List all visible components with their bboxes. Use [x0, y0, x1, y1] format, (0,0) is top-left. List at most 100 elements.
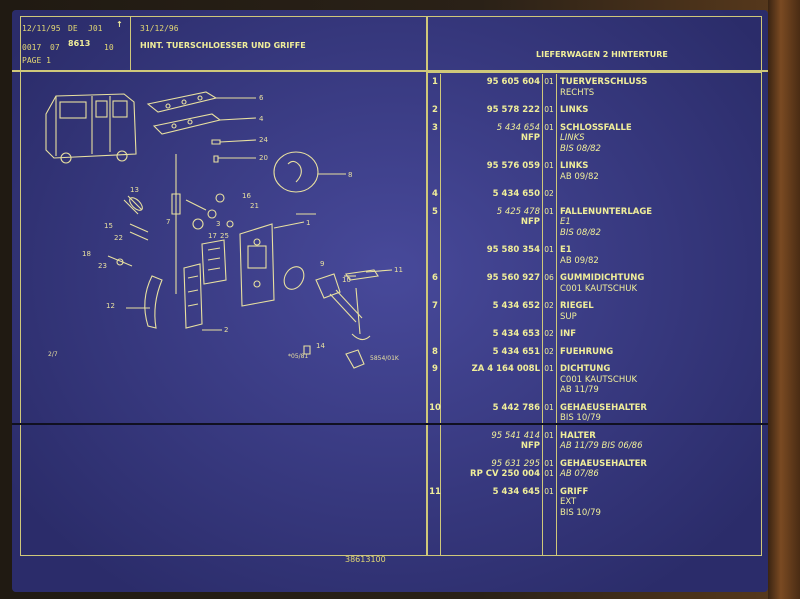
part-description-detail: BIS 10/79 — [560, 507, 601, 518]
part-number-alt: RP CV 250 004 — [470, 469, 540, 479]
part-description: INF — [560, 329, 577, 339]
part-description: GUMMIDICHTUNG — [560, 273, 645, 283]
nfp-flag: NFP — [520, 441, 540, 451]
quantity: 01 — [544, 486, 554, 496]
part-description-detail: AB 11/79 — [560, 385, 599, 395]
part-number: 95 580 354 — [486, 245, 540, 255]
frame-bottom — [20, 555, 762, 556]
table-row: RECHTS — [426, 87, 766, 99]
position-number: 6 — [432, 273, 438, 283]
footer-code: 38613100 — [345, 555, 386, 564]
position-number: 7 — [432, 301, 438, 311]
nfp-flag: NFP — [520, 217, 540, 227]
scan-line — [12, 423, 768, 425]
part-number: 95 605 604 — [486, 77, 540, 87]
bolts — [107, 193, 234, 267]
table-row: BIS 08/82 — [426, 143, 766, 155]
diagram-caption-right: 5854/01K — [370, 355, 400, 362]
part-description: TUERVERSCHLUSS — [560, 77, 648, 87]
part-description-detail: AB 07/86 — [560, 469, 599, 479]
callout-17: 17 — [208, 232, 217, 240]
col-desc-divider — [556, 74, 557, 556]
col-pos-divider — [440, 74, 441, 556]
part-description: GEHAEUSEHALTER — [560, 458, 647, 469]
table-row: 95 580 354 01 E1 — [426, 244, 766, 256]
part-description-detail: C001 KAUTSCHUK — [560, 374, 638, 385]
part-description-detail: BIS 10/79 — [560, 413, 601, 423]
quantity: 02 — [544, 329, 554, 338]
table-row: AB 09/82 — [426, 255, 766, 267]
van-illustration — [45, 93, 137, 164]
callout-8: 8 — [348, 171, 352, 179]
part-description: GEHAEUSEHALTER — [560, 402, 647, 413]
callout-24: 24 — [259, 136, 268, 144]
quantity: 06 — [544, 273, 554, 282]
callout-12: 12 — [106, 302, 115, 310]
page-label: PAGE 1 — [22, 56, 51, 65]
table-row: SUP — [426, 311, 766, 323]
callout-3: 3 — [216, 220, 220, 228]
callout-7: 7 — [166, 218, 170, 226]
part-description-detail: BIS 08/82 — [560, 227, 601, 238]
header-mark: ↑ — [116, 20, 123, 29]
callout-14: 14 — [316, 342, 325, 350]
quantity-alt: 01 — [544, 469, 554, 478]
part-description: FUEHRUNG — [560, 346, 614, 357]
callout-10: 10 — [342, 276, 351, 284]
quantity: 02 — [544, 301, 554, 310]
part-description: LINKS — [560, 161, 589, 171]
part-number: 95 560 927 — [486, 273, 540, 283]
part-description: DICHTUNG — [560, 364, 611, 374]
table-row: BIS 10/79 — [426, 507, 766, 519]
quantity: 01 — [544, 402, 554, 412]
callout-15: 15 — [104, 222, 113, 230]
callout-4: 4 — [259, 115, 264, 123]
catalog-header: 12/11/95 DE J01 ↑ 0017 07 8613 10 PAGE 1… — [12, 10, 768, 72]
header-ref: 0017 — [22, 43, 42, 52]
table-row: AB 09/82 — [426, 171, 766, 183]
top-bracket — [146, 91, 222, 163]
part-number: 5 434 651 — [492, 346, 540, 357]
table-row: NFP AB 11/79 BIS 06/86 — [426, 440, 766, 452]
wood-frame — [768, 0, 800, 599]
part-number: 5 434 645 — [492, 486, 540, 497]
callout-22: 22 — [114, 234, 123, 242]
part-description: FALLENUNTERLAGE — [560, 206, 653, 217]
part-number: ZA 4 164 008L — [471, 364, 540, 374]
position-number: 3 — [432, 122, 438, 133]
frame-left — [20, 16, 21, 556]
table-row: BIS 08/82 — [426, 227, 766, 239]
callout-13: 13 — [130, 186, 139, 194]
position-number: 5 — [432, 206, 438, 217]
col-qty-divider — [542, 74, 543, 556]
position-number: 2 — [432, 105, 438, 115]
page-suffix: 10 — [104, 43, 114, 52]
callout-21: 21 — [250, 202, 259, 210]
position-number: 4 — [432, 189, 438, 199]
part-number: 5 434 650 — [492, 189, 540, 199]
quantity: 01 — [544, 245, 554, 254]
page-number: 8613 — [68, 39, 91, 48]
quantity: 01 — [544, 364, 554, 373]
part-description: LINKS — [560, 105, 589, 115]
microfiche-screen: 12/11/95 DE J01 ↑ 0017 07 8613 10 PAGE 1… — [12, 10, 768, 592]
diagram-caption-mid: *05/81 — [288, 353, 308, 360]
part-description: E1 — [560, 245, 572, 255]
quantity: 01 — [544, 122, 554, 132]
part-description-detail: SUP — [560, 311, 577, 322]
table-row: RP CV 250 004 01 AB 07/86 — [426, 468, 766, 480]
part-description-detail: AB 11/79 BIS 06/86 — [560, 441, 643, 451]
part-number: 5 434 652 — [492, 301, 540, 311]
part-number: 95 576 059 — [486, 161, 540, 171]
